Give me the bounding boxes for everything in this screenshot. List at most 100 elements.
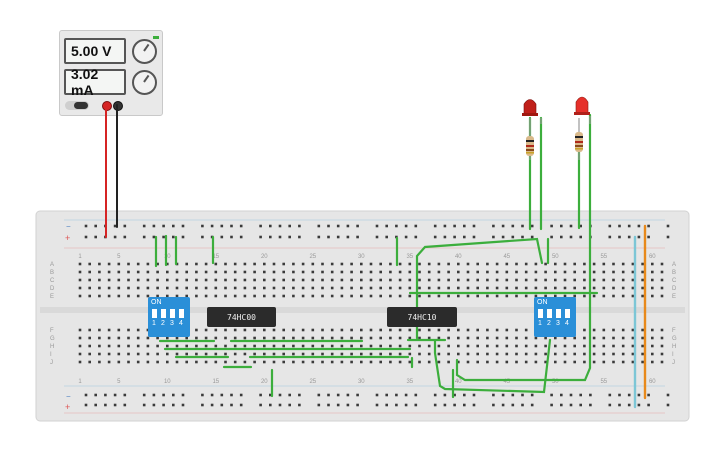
breadboard-hole[interactable] (204, 278, 208, 282)
breadboard-hole[interactable] (356, 403, 359, 407)
breadboard-hole[interactable] (651, 278, 654, 282)
breadboard-hole[interactable] (560, 235, 563, 239)
breadboard-hole[interactable] (263, 336, 266, 340)
breadboard-hole[interactable] (282, 336, 285, 340)
breadboard-hole[interactable] (544, 344, 547, 348)
breadboard-hole[interactable] (505, 270, 509, 274)
dip-2-toggle-4[interactable] (565, 309, 570, 318)
breadboard-hole[interactable] (94, 224, 97, 228)
dip-switch-2[interactable]: ON 1 2 3 4 (534, 297, 576, 337)
breadboard-hole[interactable] (379, 278, 382, 282)
breadboard-hole[interactable] (544, 262, 547, 266)
breadboard-hole[interactable] (292, 344, 295, 348)
breadboard-hole[interactable] (563, 360, 567, 364)
breadboard-hole[interactable] (136, 344, 140, 348)
breadboard-hole[interactable] (220, 403, 224, 407)
breadboard-hole[interactable] (127, 294, 130, 298)
breadboard-hole[interactable] (88, 278, 91, 282)
breadboard-hole[interactable] (563, 294, 567, 298)
breadboard-hole[interactable] (583, 294, 586, 298)
breadboard-hole[interactable] (472, 403, 476, 407)
breadboard-hole[interactable] (641, 286, 644, 290)
breadboard-hole[interactable] (495, 328, 499, 332)
breadboard-hole[interactable] (569, 393, 573, 397)
breadboard-hole[interactable] (195, 270, 198, 274)
breadboard-hole[interactable] (524, 360, 528, 364)
breadboard-hole[interactable] (583, 270, 586, 274)
breadboard-hole[interactable] (505, 262, 509, 266)
breadboard-hole[interactable] (127, 270, 130, 274)
breadboard-hole[interactable] (472, 235, 476, 239)
breadboard-hole[interactable] (631, 262, 635, 266)
breadboard-hole[interactable] (233, 344, 237, 348)
breadboard-hole[interactable] (259, 235, 262, 239)
breadboard-hole[interactable] (602, 328, 606, 332)
breadboard-hole[interactable] (463, 393, 466, 397)
breadboard-hole[interactable] (554, 262, 557, 266)
breadboard-hole[interactable] (486, 328, 489, 332)
breadboard-hole[interactable] (253, 328, 256, 332)
breadboard-hole[interactable] (631, 336, 635, 340)
breadboard-hole[interactable] (641, 336, 644, 340)
breadboard-hole[interactable] (117, 278, 121, 282)
breadboard-hole[interactable] (272, 286, 276, 290)
breadboard-hole[interactable] (78, 336, 82, 340)
breadboard-hole[interactable] (204, 360, 208, 364)
breadboard-hole[interactable] (579, 403, 582, 407)
breadboard-hole[interactable] (427, 328, 431, 332)
breadboard-hole[interactable] (272, 270, 276, 274)
breadboard-hole[interactable] (301, 286, 305, 290)
breadboard-hole[interactable] (389, 286, 392, 290)
breadboard-hole[interactable] (573, 270, 576, 274)
breadboard-hole[interactable] (369, 294, 373, 298)
breadboard-hole[interactable] (457, 262, 460, 266)
breadboard-hole[interactable] (311, 352, 315, 356)
breadboard-hole[interactable] (195, 294, 198, 298)
breadboard-hole[interactable] (282, 328, 285, 332)
breadboard-hole[interactable] (583, 360, 586, 364)
breadboard-hole[interactable] (136, 262, 140, 266)
breadboard-hole[interactable] (666, 224, 670, 228)
breadboard-hole[interactable] (98, 262, 101, 266)
breadboard-hole[interactable] (311, 294, 315, 298)
breadboard-hole[interactable] (233, 328, 237, 332)
breadboard-hole[interactable] (239, 224, 243, 228)
breadboard-hole[interactable] (243, 360, 247, 364)
breadboard-hole[interactable] (389, 336, 392, 340)
breadboard-hole[interactable] (269, 403, 272, 407)
breadboard-hole[interactable] (282, 262, 285, 266)
breadboard-hole[interactable] (204, 336, 208, 340)
breadboard-hole[interactable] (457, 294, 460, 298)
breadboard-hole[interactable] (563, 278, 567, 282)
breadboard-hole[interactable] (641, 344, 644, 348)
breadboard-hole[interactable] (660, 286, 664, 290)
breadboard-hole[interactable] (220, 393, 224, 397)
breadboard-hole[interactable] (612, 286, 615, 290)
breadboard-hole[interactable] (301, 328, 305, 332)
breadboard-hole[interactable] (592, 286, 596, 290)
breadboard-hole[interactable] (330, 360, 334, 364)
breadboard-hole[interactable] (214, 352, 218, 356)
breadboard-hole[interactable] (136, 360, 140, 364)
breadboard-hole[interactable] (230, 235, 233, 239)
dip-switch-1[interactable]: ON 1 2 3 4 (148, 297, 190, 337)
breadboard-hole[interactable] (447, 360, 450, 364)
breadboard-hole[interactable] (98, 360, 101, 364)
breadboard-hole[interactable] (117, 344, 121, 348)
breadboard-hole[interactable] (350, 344, 353, 348)
breadboard-hole[interactable] (651, 328, 654, 332)
breadboard-hole[interactable] (175, 270, 179, 274)
breadboard-hole[interactable] (369, 270, 373, 274)
breadboard-hole[interactable] (379, 344, 382, 348)
breadboard-hole[interactable] (113, 224, 117, 228)
breadboard-hole[interactable] (88, 360, 91, 364)
breadboard-hole[interactable] (175, 360, 179, 364)
breadboard-hole[interactable] (340, 270, 344, 274)
breadboard-hole[interactable] (243, 270, 247, 274)
breadboard-hole[interactable] (486, 270, 489, 274)
breadboard-hole[interactable] (398, 262, 402, 266)
breadboard-hole[interactable] (259, 393, 262, 397)
breadboard-hole[interactable] (127, 352, 130, 356)
breadboard-hole[interactable] (185, 270, 188, 274)
breadboard-hole[interactable] (544, 360, 547, 364)
